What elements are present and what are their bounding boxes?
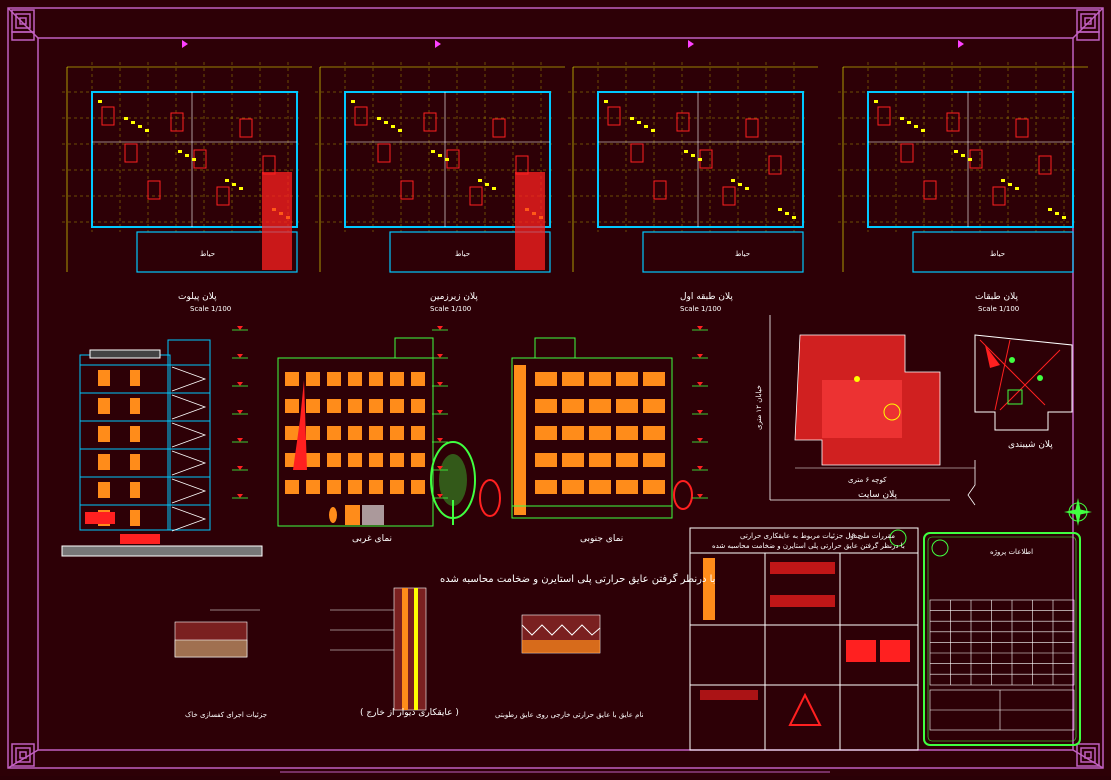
legend-title-line2: با درنظر گرفتن عایق حرارتی پلی استایرن و…	[712, 542, 905, 550]
level-markers	[232, 326, 708, 499]
floor-plan-4	[838, 40, 1088, 273]
frame-corner-ornament-tl	[11, 9, 35, 41]
south-elevation	[511, 337, 673, 519]
legend-panel	[689, 527, 919, 751]
plan-title-floors: پلان طبقات	[975, 292, 1018, 302]
site-street-vertical: خیابان ۱۲ متری	[755, 385, 763, 430]
details-heading: با درنظر گرفتن عایق حرارتی پلی استایرن و…	[440, 574, 716, 585]
floor-plan-3	[568, 40, 818, 273]
roof-plan-title: پلان شیبندی	[1008, 440, 1053, 450]
yard-label-floors: حیاط	[990, 250, 1006, 258]
section-drawing	[61, 339, 263, 557]
north-arrow-icon	[1064, 498, 1092, 526]
title-block-heading: اطلاعات پروژه	[990, 548, 1034, 556]
floor-plans	[62, 40, 1088, 273]
wall-detail-caption: ( عایقکاری دیوار از خارج )	[360, 708, 459, 718]
west-elevation-title: نمای غربی	[352, 534, 393, 544]
floor-detail-caption: نام عایق با عایق حرارتی خارجی روی عایق ر…	[495, 711, 644, 719]
plan-scale-first: Scale 1/100	[680, 305, 722, 313]
site-street-horizontal: کوچه ۶ متری	[848, 476, 887, 484]
plan-scale-floors: Scale 1/100	[978, 305, 1020, 313]
yard-label-basement: حیاط	[455, 250, 471, 258]
site-plan	[769, 315, 976, 506]
yard-label-first: حیاط	[735, 250, 751, 258]
west-elevation	[277, 337, 434, 527]
roof-plan	[974, 334, 1073, 431]
plan-scale-basement: Scale 1/100	[430, 305, 472, 313]
plan-title-basement: پلان زیرزمین	[430, 292, 478, 302]
plan-title-first: پلان طبقه اول	[680, 292, 733, 302]
floor-plan-1	[62, 40, 312, 273]
plan-scale-pilot: Scale 1/100	[190, 305, 232, 313]
trees	[329, 441, 693, 525]
floor-plan-2	[315, 40, 565, 273]
plan-title-pilot: پلان پیلوت	[178, 292, 217, 302]
legend-badge: مقررات ملی ۱۹	[848, 532, 895, 540]
detail-roof-section	[521, 614, 601, 654]
legend-title-line1: جدول جزئیات مربوط به عایقکاری حرارتی	[740, 532, 862, 540]
ground-detail-caption: جزئیات اجرای کفسازی خاک	[185, 711, 268, 719]
title-block	[923, 532, 1081, 746]
detail-wall-section	[330, 587, 427, 711]
sheet-frame	[7, 7, 1104, 773]
detail-ground-slab	[174, 609, 260, 658]
frame-corner-ornament-bl	[11, 743, 35, 767]
site-plan-title: پلان سایت	[858, 490, 897, 500]
yard-label-pilot: حیاط	[200, 250, 216, 258]
south-elevation-title: نمای جنوبی	[580, 534, 624, 544]
frame-corner-ornament-tr	[1076, 9, 1100, 41]
frame-corner-ornament-br	[1076, 743, 1100, 767]
